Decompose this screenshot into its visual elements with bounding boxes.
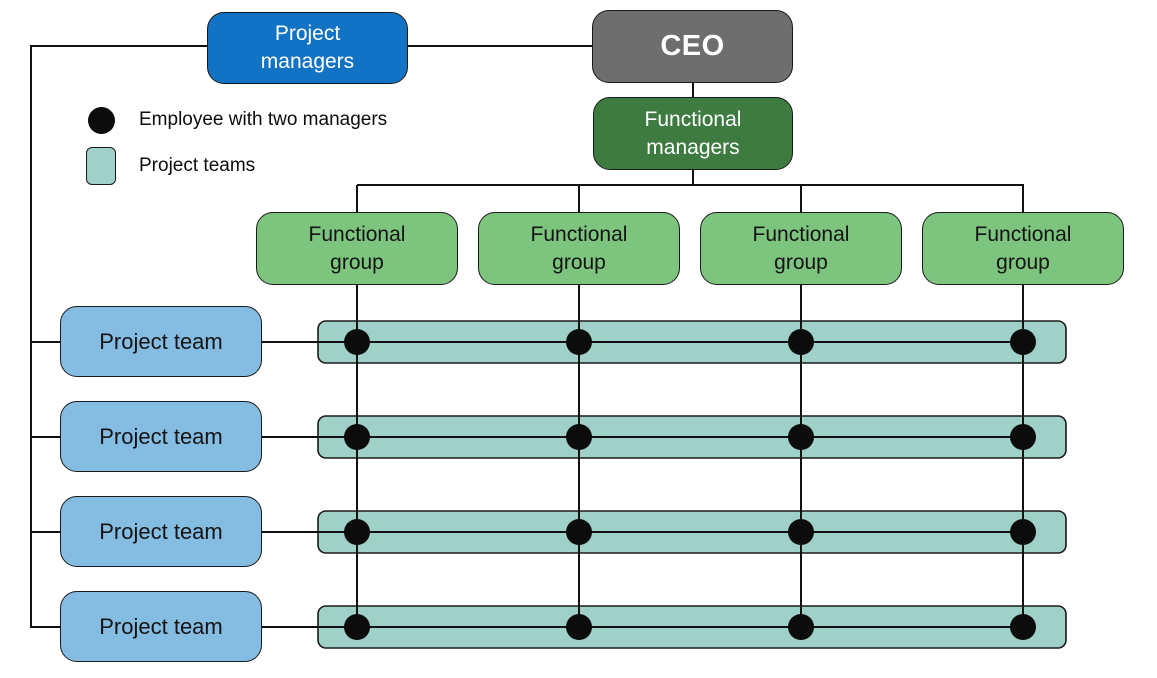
employee-dot bbox=[788, 424, 814, 450]
employee-dot bbox=[1010, 519, 1036, 545]
legend-symbol-cell bbox=[85, 106, 117, 134]
employee-dot bbox=[788, 614, 814, 640]
legend-label: Employee with two managers bbox=[139, 109, 388, 130]
node-functional-group-4: Functional group bbox=[922, 212, 1124, 285]
employee-dot bbox=[566, 519, 592, 545]
node-label: Functional managers bbox=[644, 107, 742, 159]
employee-dot bbox=[788, 519, 814, 545]
node-label: Functional group bbox=[530, 222, 628, 274]
node-label: Project team bbox=[99, 328, 223, 354]
node-functional-group-3: Functional group bbox=[700, 212, 902, 285]
employee-dot bbox=[344, 614, 370, 640]
node-label: CEO bbox=[660, 30, 725, 63]
employee-dot bbox=[344, 424, 370, 450]
node-project-team-1: Project team bbox=[60, 306, 262, 377]
employee-dot bbox=[566, 614, 592, 640]
node-functional-group-1: Functional group bbox=[256, 212, 458, 285]
node-project-team-2: Project team bbox=[60, 401, 262, 472]
node-label: Functional group bbox=[308, 222, 406, 274]
employee-dot bbox=[788, 329, 814, 355]
legend: Employee with two managers Project teams bbox=[85, 100, 387, 186]
node-project-team-4: Project team bbox=[60, 591, 262, 662]
node-functional-group-2: Functional group bbox=[478, 212, 680, 285]
node-label: Functional group bbox=[974, 222, 1072, 274]
node-project-team-3: Project team bbox=[60, 496, 262, 567]
employee-dot bbox=[566, 424, 592, 450]
node-project-managers: Project managers bbox=[207, 12, 408, 84]
node-label: Functional group bbox=[752, 222, 850, 274]
employee-dot bbox=[1010, 424, 1036, 450]
employee-dot bbox=[344, 329, 370, 355]
project-team-swatch-icon bbox=[86, 147, 116, 185]
employee-dot bbox=[566, 329, 592, 355]
employee-dot-icon bbox=[87, 106, 115, 134]
employee-dot bbox=[344, 519, 370, 545]
node-ceo: CEO bbox=[592, 10, 793, 83]
node-label: Project team bbox=[99, 613, 223, 639]
legend-label: Project teams bbox=[139, 155, 256, 176]
legend-symbol-cell bbox=[85, 147, 117, 185]
node-label: Project team bbox=[99, 423, 223, 449]
employee-dot bbox=[1010, 329, 1036, 355]
employee-dot bbox=[1010, 614, 1036, 640]
legend-item-project-teams: Project teams bbox=[85, 146, 387, 186]
node-label: Project team bbox=[99, 518, 223, 544]
node-functional-managers: Functional managers bbox=[593, 97, 793, 170]
node-label: Project managers bbox=[260, 22, 355, 73]
legend-item-employee: Employee with two managers bbox=[85, 100, 387, 140]
